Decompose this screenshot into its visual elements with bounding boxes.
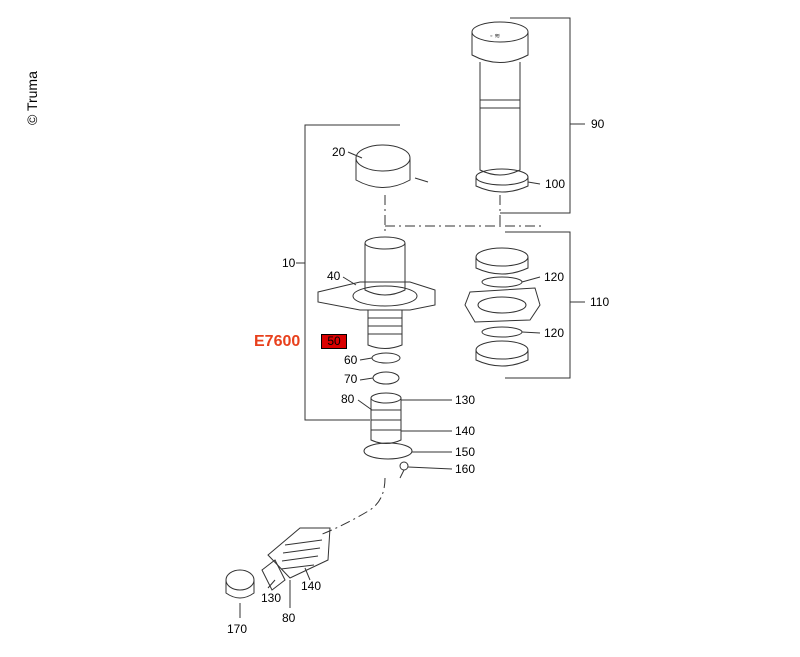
part-label-170[interactable]: 170 <box>227 622 248 636</box>
part-50-thread-icon <box>367 310 403 349</box>
part-110-plate-icon <box>464 247 541 367</box>
part-160-screw-icon <box>399 461 409 479</box>
part-label-150[interactable]: 150 <box>455 445 476 459</box>
part-label-40[interactable]: 40 <box>327 269 341 283</box>
part-label-160[interactable]: 160 <box>455 462 476 476</box>
part-90-chimney-icon: ◦ ≋ <box>471 21 529 176</box>
part-170-nut-icon <box>225 569 255 599</box>
part-label-120-top[interactable]: 120 <box>544 270 565 284</box>
part-label-80[interactable]: 80 <box>341 392 355 406</box>
part-label-60[interactable]: 60 <box>344 353 358 367</box>
copyright-text: © Truma <box>24 71 40 125</box>
part-40-body-icon <box>317 236 436 311</box>
part-label-80-hose[interactable]: 80 <box>282 611 296 625</box>
bracket-10 <box>304 124 400 421</box>
part-100-ring-icon <box>475 168 529 193</box>
part-label-90[interactable]: 90 <box>591 117 605 131</box>
part-label-130[interactable]: 130 <box>455 393 476 407</box>
part-label-70[interactable]: 70 <box>344 372 358 386</box>
model-code: E7600 <box>254 333 301 350</box>
part-label-120-bottom[interactable]: 120 <box>544 326 565 340</box>
part-hose-assembly-icon <box>261 527 331 591</box>
part-label-140[interactable]: 140 <box>455 424 476 438</box>
highlighted-part-label[interactable]: 50 <box>321 334 347 349</box>
part-label-10[interactable]: 10 <box>282 256 296 270</box>
bracket-90-100 <box>500 17 571 214</box>
part-label-130-hose[interactable]: 130 <box>261 591 282 605</box>
bracket-110-120 <box>505 231 571 379</box>
part-label-140-hose[interactable]: 140 <box>301 579 322 593</box>
part-70-clip-icon <box>372 371 400 385</box>
part-label-20[interactable]: 20 <box>332 145 346 159</box>
part-150-clamp-icon <box>363 442 413 460</box>
part-20-cap-icon <box>355 144 429 188</box>
part-60-oring-icon <box>371 352 401 364</box>
part-label-110[interactable]: 110 <box>590 295 610 309</box>
svg-text:◦ ≋: ◦ ≋ <box>490 33 500 40</box>
part-label-100[interactable]: 100 <box>545 177 566 191</box>
part-80-fitting-icon <box>370 392 402 444</box>
